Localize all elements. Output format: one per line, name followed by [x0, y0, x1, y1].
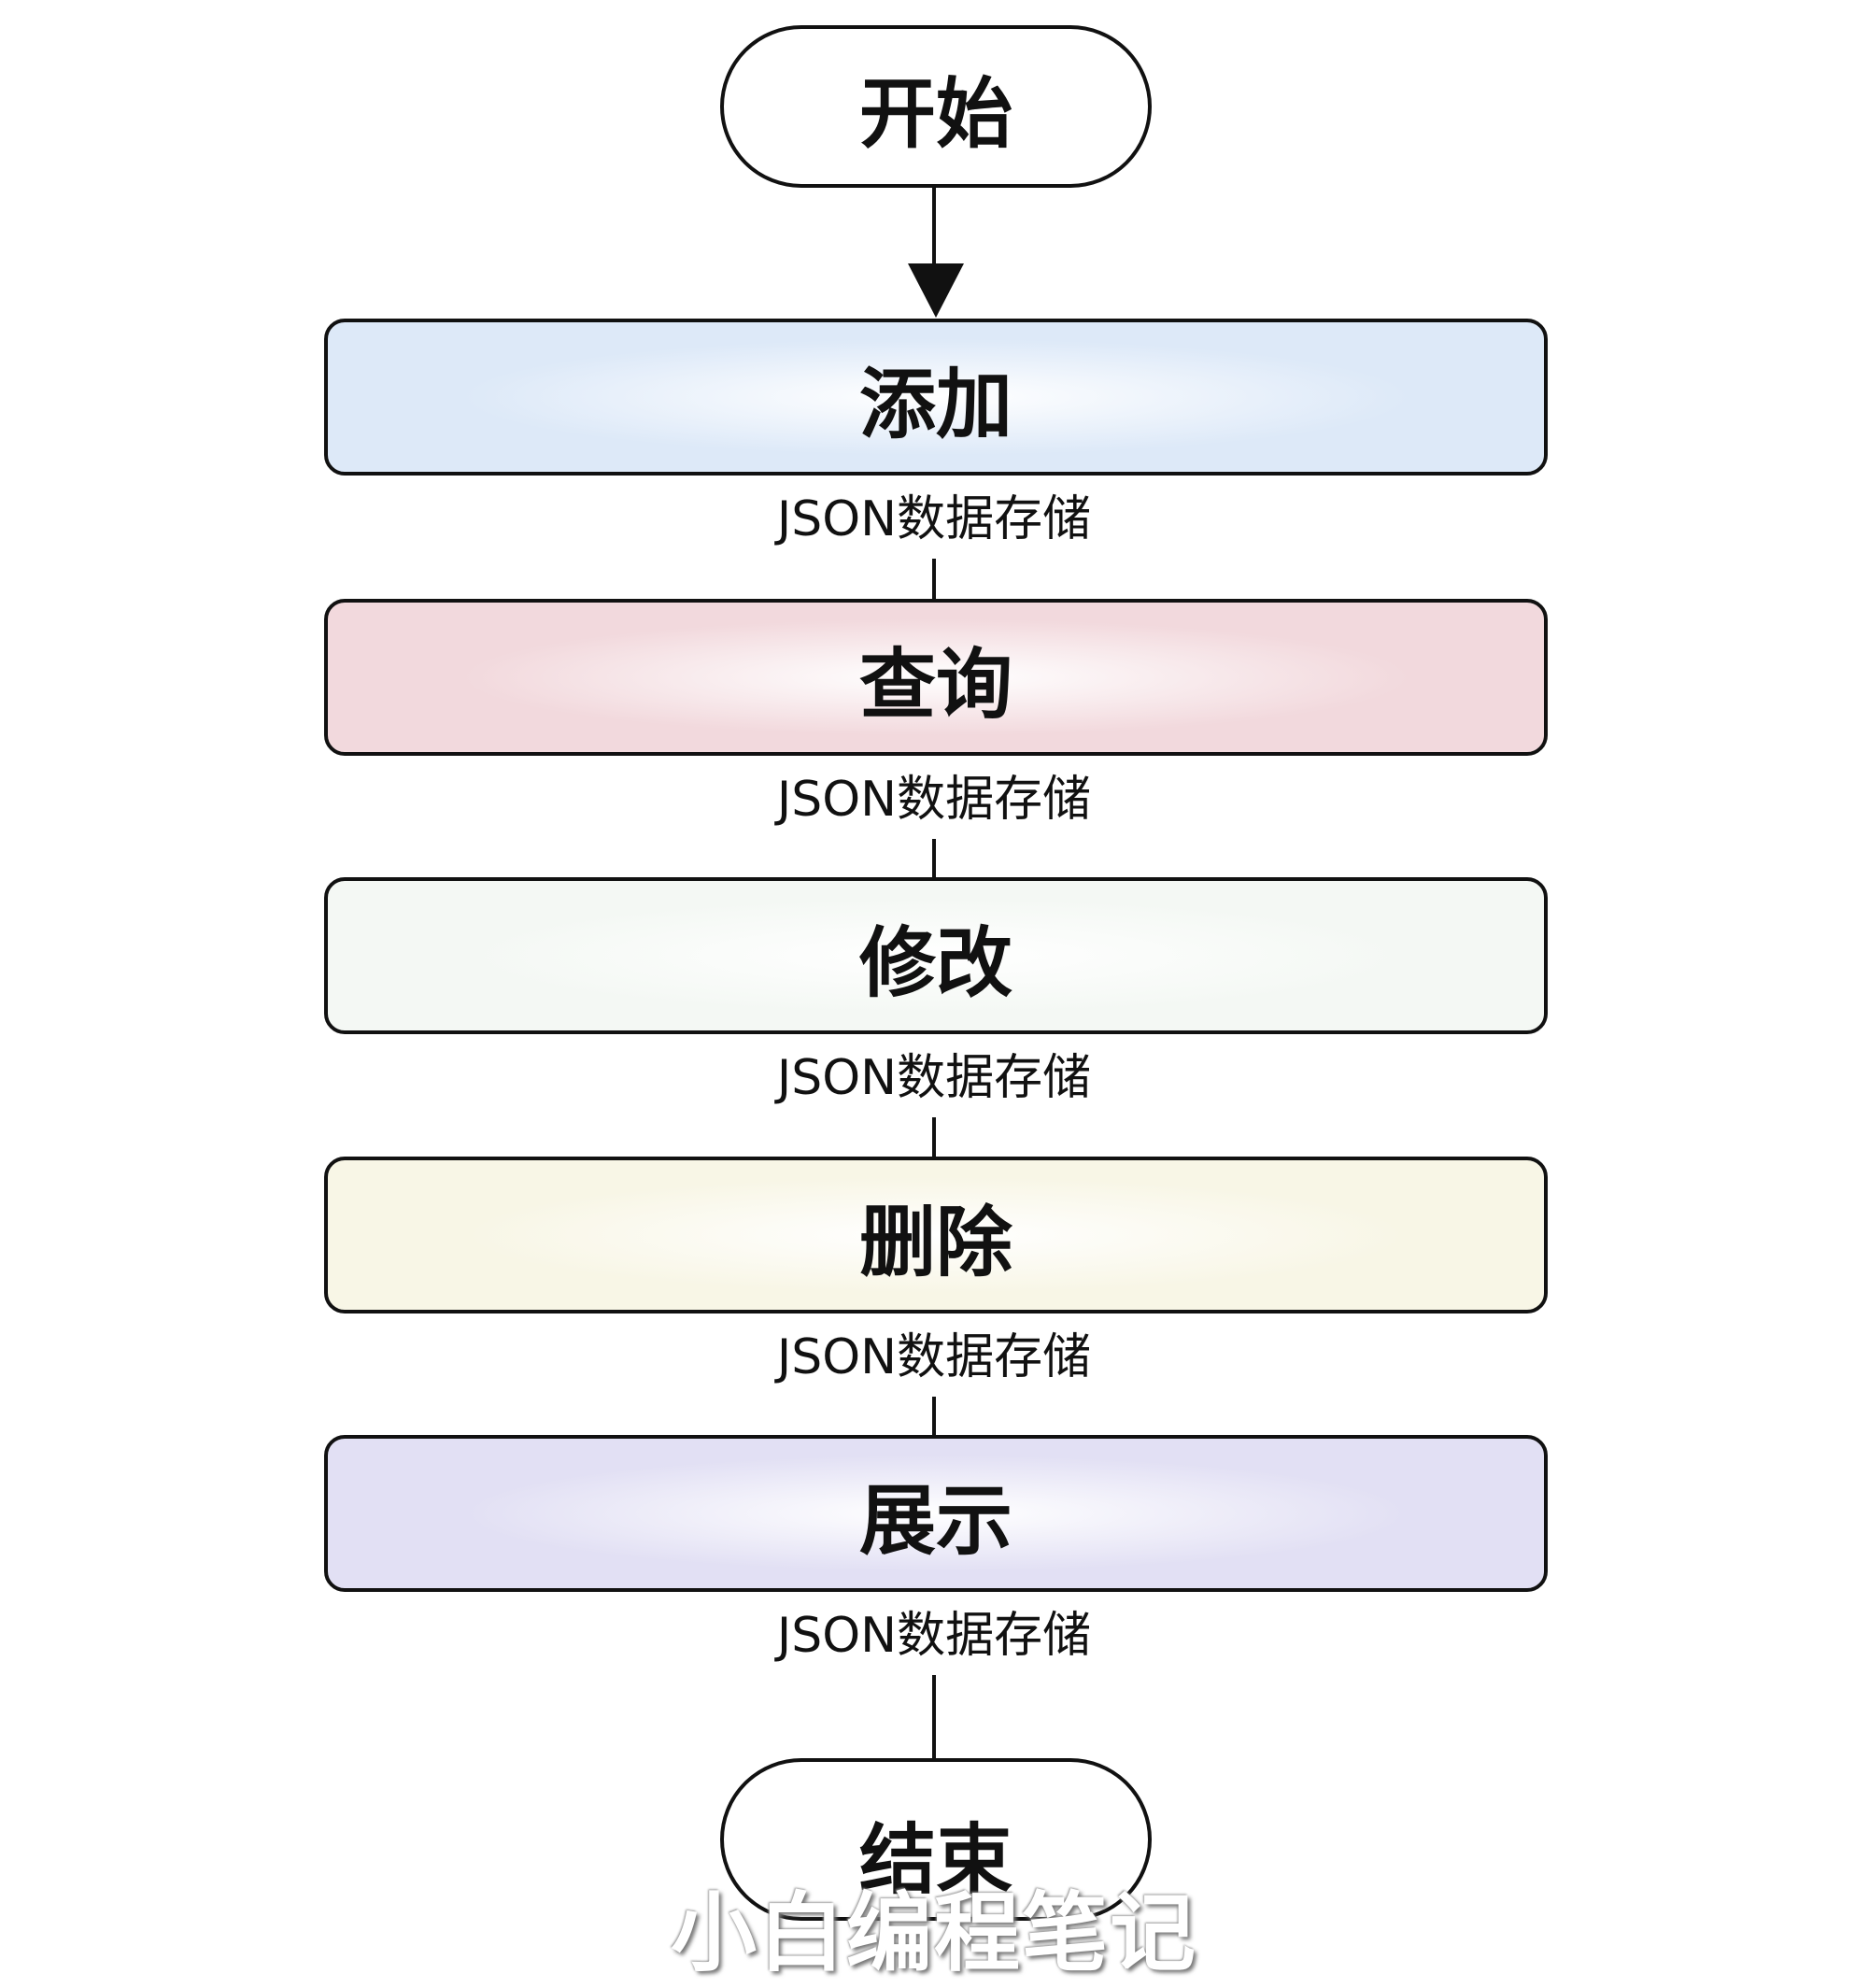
connector-label: JSON数据存储 [776, 772, 1092, 828]
connector-line [932, 187, 936, 271]
step-label: 删除 [858, 1198, 1012, 1287]
connector-label: JSON数据存储 [776, 1329, 1092, 1385]
start-label: 开始 [858, 69, 1012, 159]
step-label: 修改 [858, 918, 1012, 1008]
step-modify: 修改 [324, 877, 1548, 1034]
step-query: 查询 [324, 599, 1548, 756]
connector-line [932, 1675, 936, 1759]
step-label: 展示 [858, 1476, 1012, 1566]
end-label: 结束 [858, 1816, 1012, 1905]
connector-label: JSON数据存储 [776, 1608, 1092, 1664]
connector-line [932, 1397, 936, 1436]
step-label: 查询 [858, 640, 1012, 730]
arrow-down-icon [908, 263, 964, 318]
connector-label: JSON数据存储 [776, 491, 1092, 547]
connector-line [932, 559, 936, 600]
end-node: 结束 [720, 1758, 1152, 1921]
watermark: 小白编程笔记 [670, 1883, 1197, 1983]
connector-line [932, 1117, 936, 1157]
step-label: 添加 [858, 360, 1012, 449]
connector-line [932, 839, 936, 878]
step-display: 展示 [324, 1435, 1548, 1592]
step-delete: 删除 [324, 1157, 1548, 1314]
step-add: 添加 [324, 319, 1548, 476]
connector-label: JSON数据存储 [776, 1050, 1092, 1106]
start-node: 开始 [720, 25, 1152, 188]
